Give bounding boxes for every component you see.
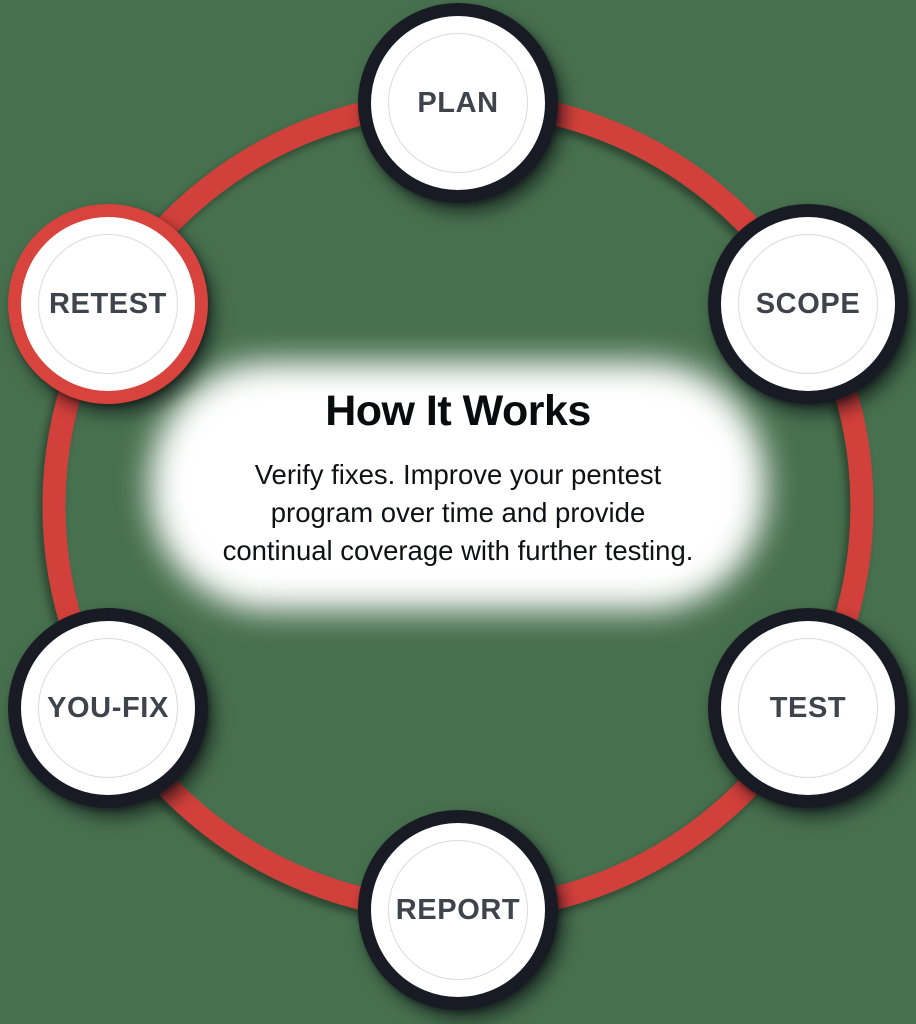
center-text-backdrop [150, 362, 766, 610]
step-label-scope: SCOPE [755, 287, 861, 320]
step-node-plan[interactable]: PLAN [358, 3, 558, 203]
step-node-retest[interactable]: RETEST [8, 204, 208, 404]
step-node-scope[interactable]: SCOPE [708, 204, 908, 404]
step-label-report: REPORT [395, 893, 521, 926]
step-node-test[interactable]: TEST [708, 608, 908, 808]
step-node-report[interactable]: REPORT [358, 810, 558, 1010]
step-label-plan: PLAN [417, 86, 499, 119]
step-label-you-fix: YOU-FIX [47, 691, 169, 724]
center-copy: How It Works Verify fixes. Improve your … [58, 388, 858, 570]
step-label-test: TEST [769, 691, 847, 724]
diagram-title: How It Works [325, 387, 591, 435]
subtitle-line-2: program over time and provide [270, 497, 646, 528]
subtitle-line-1: Verify fixes. Improve your pentest [254, 459, 662, 490]
diagram-subtitle: Verify fixes. Improve your pentest progr… [58, 456, 858, 570]
step-label-retest: RETEST [49, 287, 167, 320]
step-node-you-fix[interactable]: YOU-FIX [8, 608, 208, 808]
subtitle-line-3: continual coverage with further testing. [222, 535, 694, 566]
